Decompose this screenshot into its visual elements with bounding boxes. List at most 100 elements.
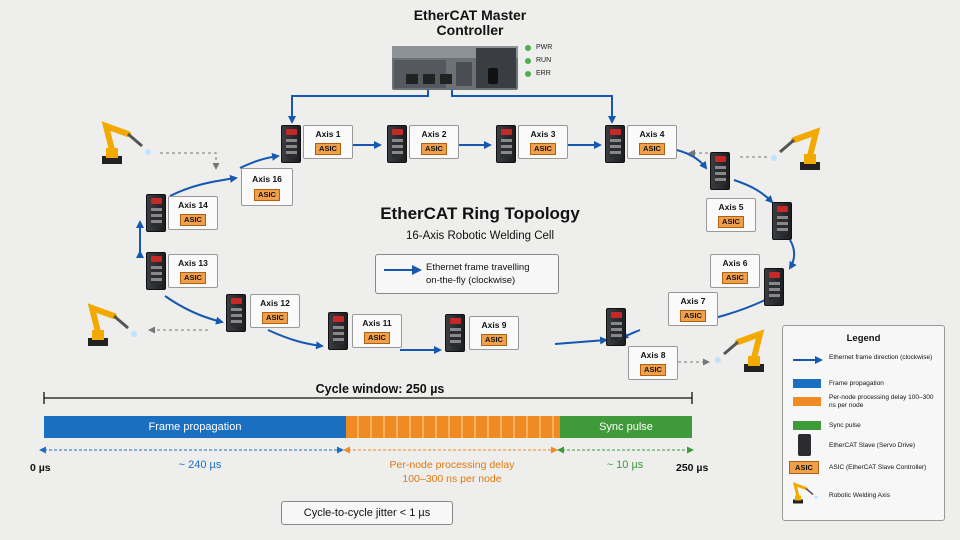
axis-5-drive xyxy=(710,152,730,190)
asic-chip: ASIC xyxy=(364,332,390,344)
asic-chip: ASIC xyxy=(718,216,744,228)
sync-duration-label: ~ 10 µs xyxy=(606,459,644,471)
arrow-icon xyxy=(793,356,823,364)
start-time-label: 0 µs xyxy=(30,462,51,474)
master-title-line1: EtherCAT Master xyxy=(413,7,527,23)
asic-chip: ASIC xyxy=(680,310,706,322)
asic-chip: ASIC xyxy=(315,143,341,155)
asic-chip: ASIC xyxy=(481,334,507,346)
frame-propagation-bar: Frame propagation xyxy=(44,416,346,438)
led-pwr-label: PWR xyxy=(536,44,553,51)
cycle-window-title: Cycle window: 250 µs xyxy=(315,382,445,396)
axis-6-drive xyxy=(764,268,784,306)
axis-6: Axis 6 ASIC xyxy=(710,254,760,288)
frame-propagation-label: Frame propagation xyxy=(148,421,242,433)
axis-7: Axis 7 ASIC xyxy=(668,292,718,326)
asic-chip: ASIC xyxy=(639,143,665,155)
legend-item-processing: Per-node processing delay 100–300 ns per… xyxy=(829,394,934,409)
axis-label: Axis 7 xyxy=(680,296,706,306)
axis-8-drive xyxy=(606,308,626,346)
legend-item-sync: Sync pulse xyxy=(829,422,861,429)
servo-drive-icon xyxy=(710,152,730,190)
legend-item-slave: EtherCAT Slave (Servo Drive) xyxy=(829,442,916,449)
asic-chip: ASIC xyxy=(254,189,280,201)
led-run-icon xyxy=(525,57,531,64)
blue-swatch xyxy=(793,379,821,388)
servo-drive-icon xyxy=(764,268,784,306)
diagram-title: EtherCAT Ring Topology xyxy=(380,204,580,223)
propagation-duration-label: ~ 240 µs xyxy=(178,459,222,471)
axis-label: Axis 4 xyxy=(639,129,665,139)
axis-label: Axis 6 xyxy=(722,258,748,268)
processing-line1: Per-node processing delay xyxy=(389,459,515,471)
orange-swatch xyxy=(793,397,821,406)
processing-line2: 100–300 ns per node xyxy=(402,473,502,485)
asic-icon: ASIC xyxy=(789,461,819,474)
axis-label: Axis 14 xyxy=(178,200,208,210)
axis-8: Axis 8 ASIC xyxy=(628,346,678,380)
servo-drive-icon xyxy=(146,194,166,232)
diagram-subtitle: 16-Axis Robotic Welding Cell xyxy=(405,230,555,242)
servo-drive-icon xyxy=(445,314,465,352)
robot-arm-icon xyxy=(715,329,765,372)
led-run-label: RUN xyxy=(536,57,552,64)
asic-chip: ASIC xyxy=(640,364,666,376)
servo-drive-icon xyxy=(496,125,516,163)
servo-drive-icon xyxy=(772,202,792,240)
legend: Legend Ethernet frame direction (clockwi… xyxy=(782,325,945,521)
servo-drive-icon xyxy=(146,252,166,290)
legend-title: Legend xyxy=(846,333,881,344)
robot-arm-icon xyxy=(87,303,137,346)
master-title: EtherCAT Master Controller xyxy=(380,8,560,38)
servo-drive-icon xyxy=(281,125,301,163)
note-line2: on-the-fly (clockwise) xyxy=(426,275,516,286)
processing-delay-bar xyxy=(346,416,560,438)
axis-label: Axis 8 xyxy=(640,350,666,360)
asic-chip: ASIC xyxy=(180,272,206,284)
led-err: ERR xyxy=(525,70,551,77)
direction-note: Ethernet frame travelling on-the-fly (cl… xyxy=(375,254,559,294)
servo-drive-icon xyxy=(606,308,626,346)
servo-drive-icon xyxy=(328,312,348,350)
sync-pulse-label: Sync pulse xyxy=(599,421,653,433)
legend-item-robot: Robotic Welding Axis xyxy=(829,492,890,499)
master-title-line2: Controller xyxy=(436,22,504,38)
sync-pulse-bar: Sync pulse xyxy=(560,416,692,438)
jitter-note: Cycle-to-cycle jitter < 1 µs xyxy=(281,501,453,525)
led-pwr-icon xyxy=(525,44,531,51)
end-time-label: 250 µs xyxy=(676,462,709,474)
axis-label: Axis 9 xyxy=(481,320,507,330)
robot-arm-icon xyxy=(792,482,818,504)
axis-label: Axis 11 xyxy=(362,318,392,328)
note-line1: Ethernet frame travelling xyxy=(426,262,530,273)
green-swatch xyxy=(793,421,821,430)
asic-chip: ASIC xyxy=(180,214,206,226)
robot-arm-icon xyxy=(771,127,821,170)
master-controller-icon xyxy=(392,46,518,90)
servo-drive-icon xyxy=(798,434,811,456)
servo-drive-icon xyxy=(226,294,246,332)
processing-duration-label: Per-node processing delay 100–300 ns per… xyxy=(350,458,554,486)
axis-label: Axis 1 xyxy=(315,129,341,139)
asic-chip: ASIC xyxy=(722,272,748,284)
axis-label: Axis 12 xyxy=(260,298,290,308)
led-err-icon xyxy=(525,70,531,77)
led-pwr: PWR xyxy=(525,44,552,51)
legend-item-asic: ASIC (EtherCAT Slave Controller) xyxy=(829,464,927,471)
axis-label: Axis 3 xyxy=(530,129,556,139)
asic-chip: ASIC xyxy=(262,312,288,324)
axis-16: Axis 16 ASIC xyxy=(241,168,293,206)
servo-drive-icon xyxy=(605,125,625,163)
led-run: RUN xyxy=(525,57,551,64)
asic-chip: ASIC xyxy=(421,143,447,155)
axis-5-drive-b xyxy=(772,202,792,240)
arrow-icon xyxy=(384,265,422,275)
led-err-label: ERR xyxy=(536,70,551,77)
axis-label: Axis 16 xyxy=(252,174,282,184)
axis-label: Axis 13 xyxy=(178,258,208,268)
asic-chip: ASIC xyxy=(530,143,556,155)
robot-arm-icon xyxy=(101,121,151,164)
servo-drive-icon xyxy=(387,125,407,163)
